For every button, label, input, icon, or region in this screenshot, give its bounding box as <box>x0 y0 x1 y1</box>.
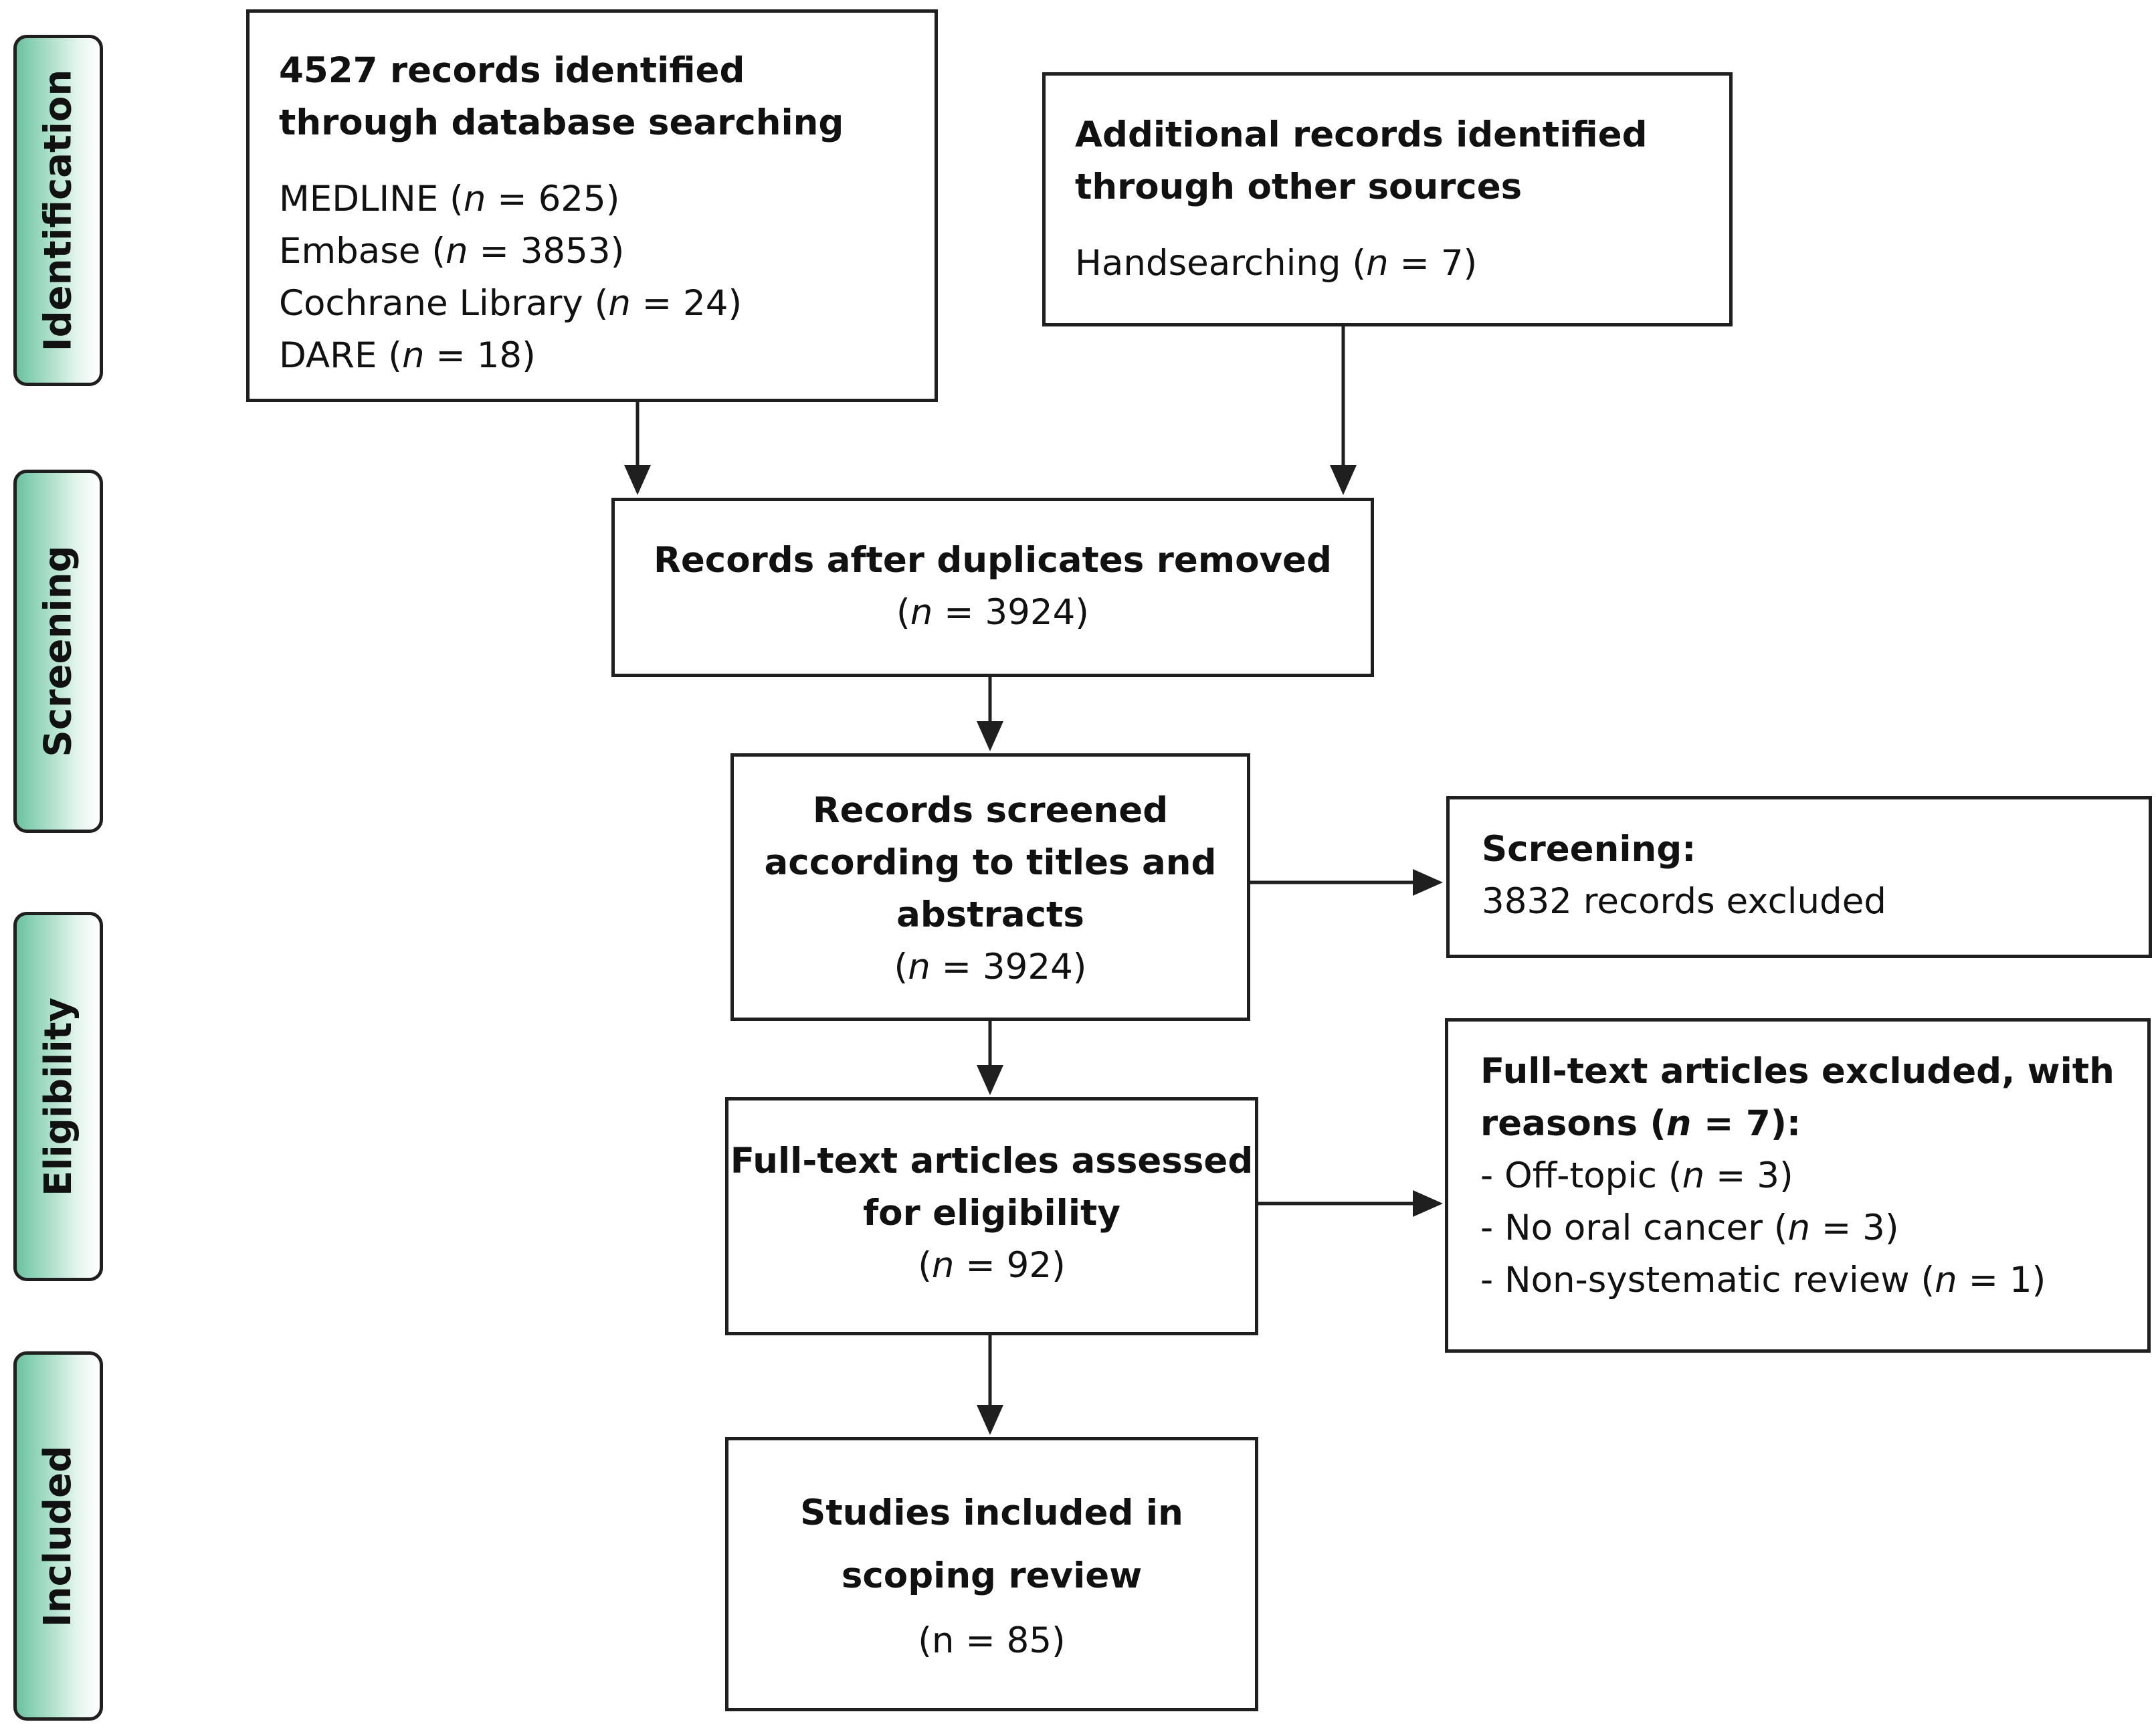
exclusion-reason-offtopic: - Off-topic (n = 3) <box>1480 1155 1793 1196</box>
box-studies-included: Studies included in scoping review (n = … <box>725 1437 1258 1711</box>
screened-title-line1: Records screened <box>812 790 1169 831</box>
screened-title-line3: abstracts <box>896 894 1084 935</box>
box-records-screened: Records screened according to titles and… <box>730 753 1250 1021</box>
fulltext-title-line1: Full-text articles assessed <box>730 1141 1254 1181</box>
stage-tab-identification: Identification <box>13 35 103 386</box>
other-title-line1: Additional records identified <box>1075 114 1648 155</box>
fulltext-title-line2: for eligibility <box>863 1193 1120 1234</box>
db-title-line2: through database searching <box>279 102 844 143</box>
box-duplicates-removed: Records after duplicates removed (n = 39… <box>611 498 1374 677</box>
db-source-medline: MEDLINE (n = 625) <box>279 179 620 219</box>
included-count: (n = 85) <box>918 1620 1066 1661</box>
exclusion-reason-non-systematic: - Non-systematic review (n = 1) <box>1480 1260 2046 1301</box>
box-screening-excluded: Screening: 3832 records excluded <box>1446 796 2152 958</box>
included-title-line2: scoping review <box>841 1555 1143 1596</box>
box-other-sources: Additional records identified through ot… <box>1042 72 1733 326</box>
fulltext-excluded-title-line1: Full-text articles excluded, with <box>1480 1051 2115 1092</box>
exclusion-reason-no-oral-cancer: - No oral cancer (n = 3) <box>1480 1208 1899 1248</box>
screened-title-line2: according to titles and <box>764 842 1217 883</box>
stage-tab-eligibility: Eligibility <box>13 912 103 1281</box>
db-source-cochrane: Cochrane Library (n = 24) <box>279 283 743 324</box>
fulltext-count: (n = 92) <box>918 1245 1066 1286</box>
box-database-search: 4527 records identified through database… <box>246 9 938 402</box>
other-title-line2: through other sources <box>1075 167 1523 207</box>
screened-count: (n = 3924) <box>894 947 1087 987</box>
other-source-handsearching: Handsearching (n = 7) <box>1075 243 1478 284</box>
screening-excluded-text: 3832 records excluded <box>1482 881 1886 922</box>
dedup-title: Records after duplicates removed <box>654 540 1332 581</box>
db-title-line1: 4527 records identified <box>279 50 745 91</box>
included-title-line1: Studies included in <box>800 1493 1183 1533</box>
box-fulltext-assessed: Full-text articles assessed for eligibil… <box>725 1097 1258 1335</box>
stage-tab-included: Included <box>13 1351 103 1721</box>
box-fulltext-excluded: Full-text articles excluded, with reason… <box>1445 1018 2151 1353</box>
stage-tab-screening: Screening <box>13 470 103 833</box>
db-source-dare: DARE (n = 18) <box>279 335 536 376</box>
fulltext-excluded-title-line2: reasons (n = 7): <box>1480 1103 1801 1144</box>
screening-excluded-title: Screening: <box>1482 829 1696 870</box>
db-source-embase: Embase (n = 3853) <box>279 231 625 272</box>
dedup-count: (n = 3924) <box>896 592 1089 633</box>
